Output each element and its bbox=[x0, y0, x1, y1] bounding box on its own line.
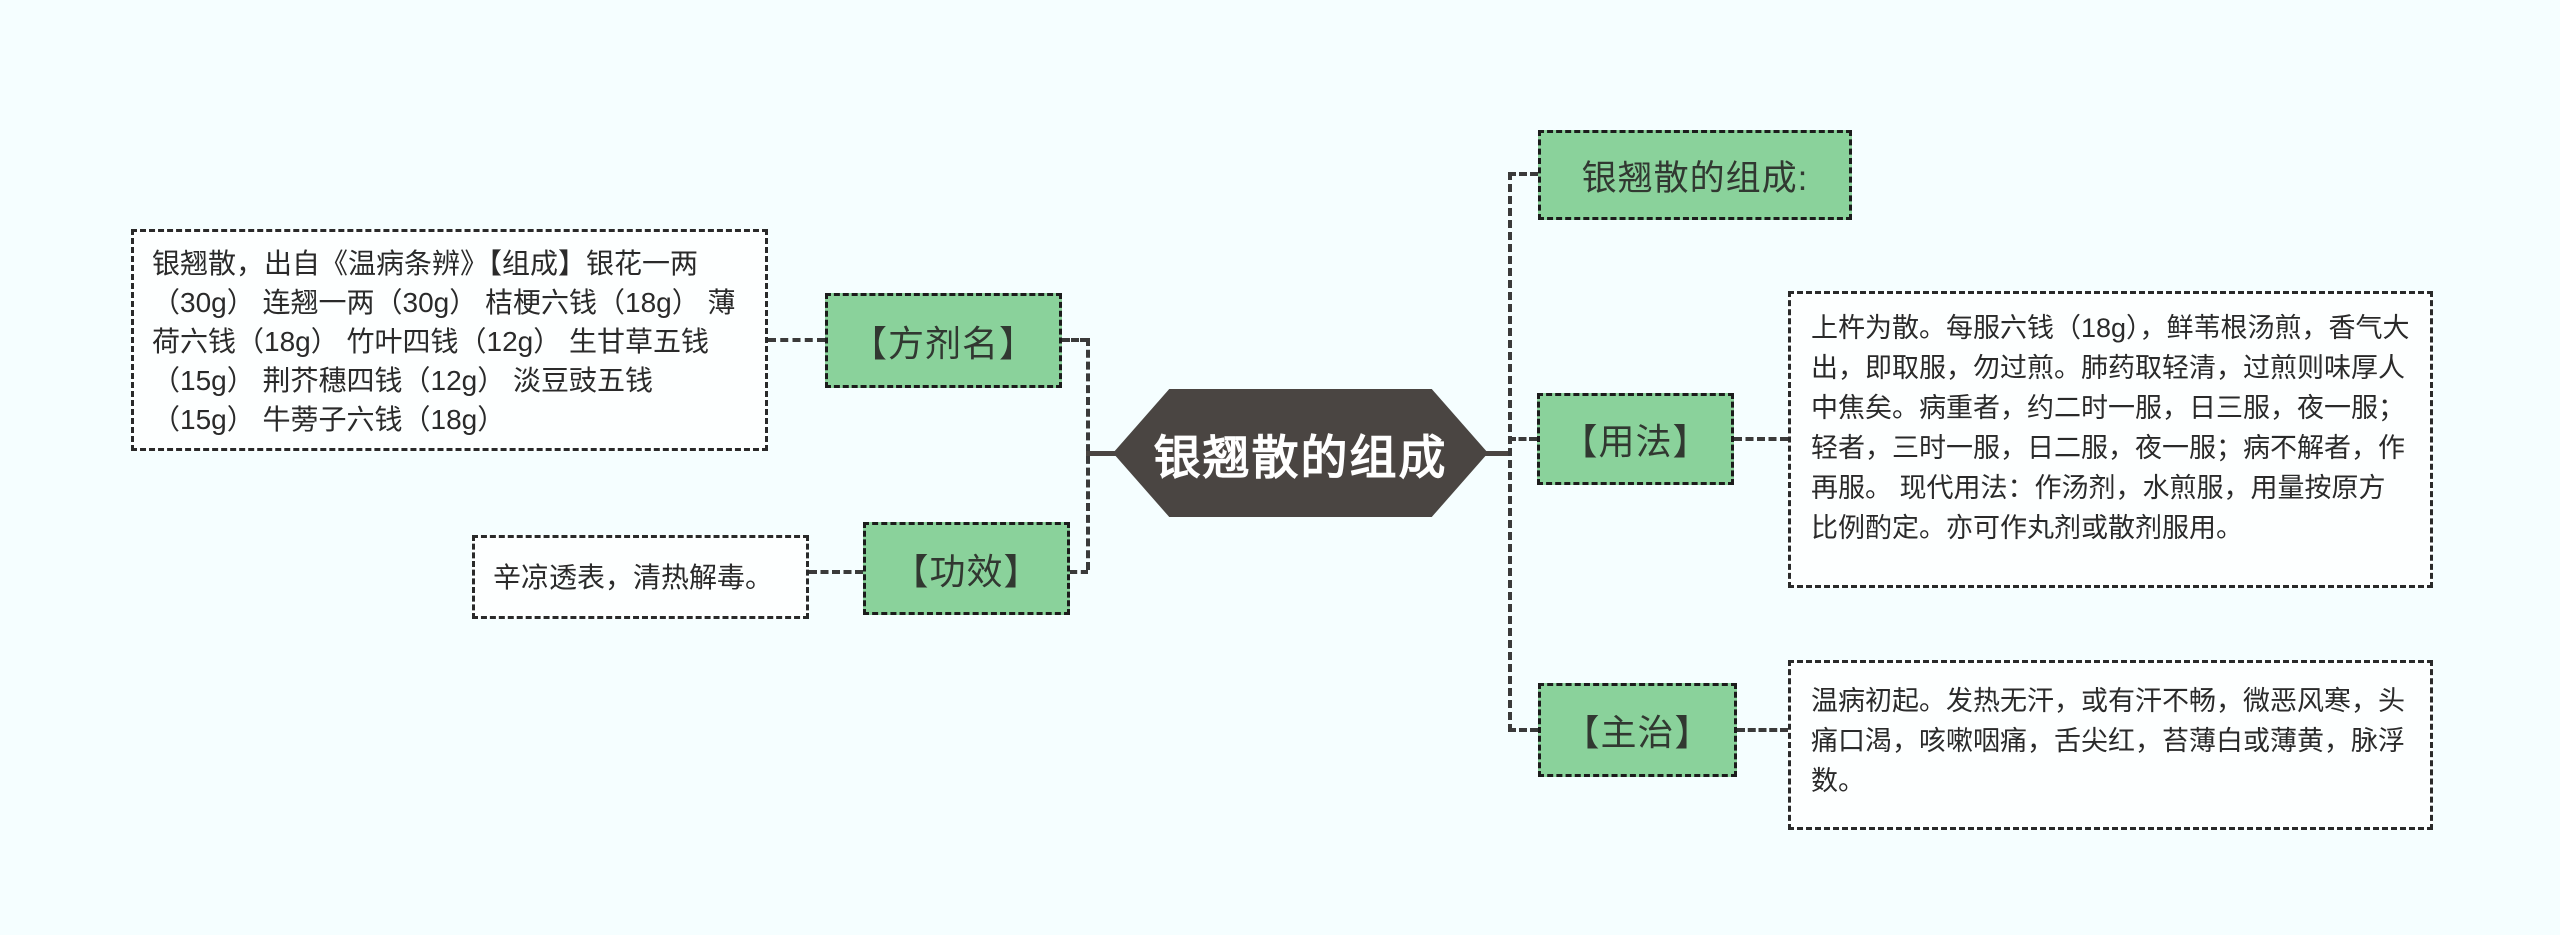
connector-gongxiaonote-to-gongxiao bbox=[809, 570, 863, 574]
connector-zhuzhi-to-note bbox=[1737, 728, 1788, 732]
node-gongxiao[interactable]: 【功效】 bbox=[863, 522, 1070, 615]
connector-rightrail-to-zhuzhi bbox=[1508, 728, 1538, 732]
connector-yongfa-to-note bbox=[1734, 437, 1788, 441]
node-fangjiming[interactable]: 【方剂名】 bbox=[825, 293, 1062, 388]
connector-leftrail-to-center bbox=[1086, 451, 1116, 456]
connector-right-rail bbox=[1508, 172, 1512, 732]
zhuzhi-note[interactable]: 温病初起。发热无汗，或有汗不畅，微恶风寒，头痛口渴，咳嗽咽痛，舌尖红，苔薄白或薄… bbox=[1788, 660, 2433, 830]
central-topic[interactable]: 银翘散的组成 bbox=[1113, 389, 1488, 517]
connector-rightrail-to-yongfa bbox=[1508, 437, 1537, 441]
connector-gongxiao-to-leftrail bbox=[1070, 570, 1088, 574]
composition-note[interactable]: 银翘散，出自《温病条辨》【组成】银花一两（30g） 连翘一两（30g） 桔梗六钱… bbox=[131, 229, 768, 451]
node-zhuzhi[interactable]: 【主治】 bbox=[1538, 683, 1737, 777]
connector-fangjiming-to-leftrail bbox=[1062, 338, 1088, 342]
connector-rightrail-to-heading bbox=[1508, 172, 1538, 176]
connector-center-to-rightrail bbox=[1485, 451, 1510, 456]
gongxiao-note[interactable]: 辛凉透表，清热解毒。 bbox=[472, 535, 809, 619]
node-yongfa[interactable]: 【用法】 bbox=[1537, 393, 1734, 485]
yongfa-note[interactable]: 上杵为散。每服六钱（18g），鲜苇根汤煎，香气大出，即取服，勿过煎。肺药取轻清，… bbox=[1788, 291, 2433, 588]
connector-composition-to-fangjiming bbox=[768, 338, 825, 342]
node-heading[interactable]: 银翘散的组成: bbox=[1538, 130, 1852, 220]
